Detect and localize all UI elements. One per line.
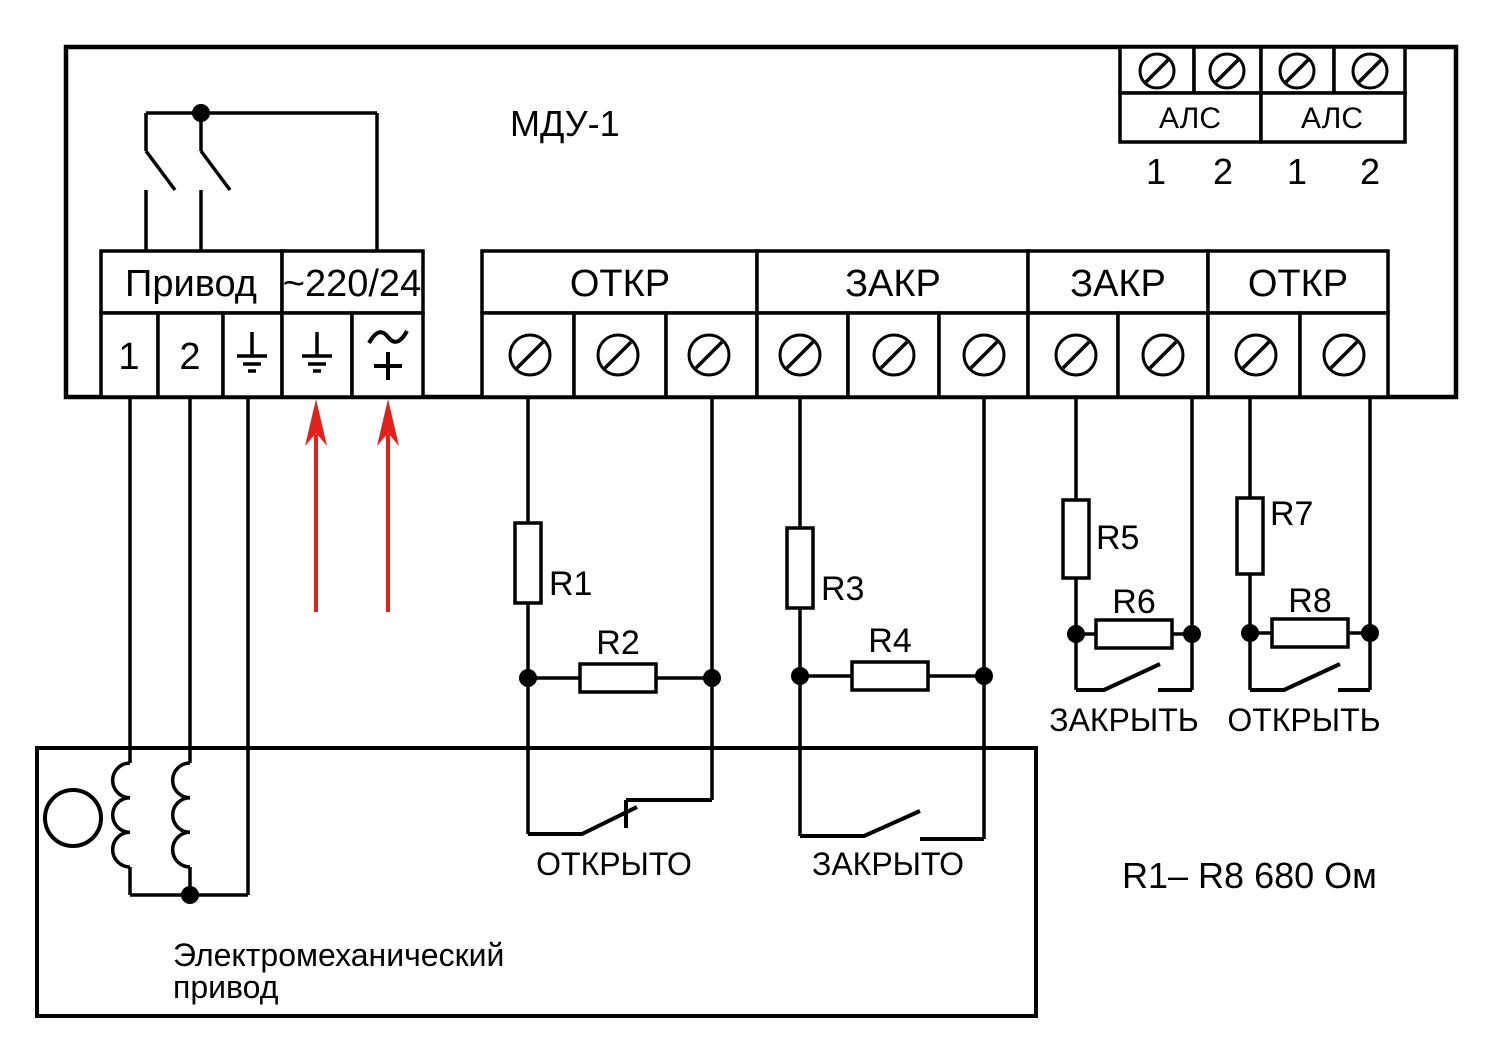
actuator-label-line2: привод (173, 969, 279, 1005)
screw-terminal-icon (1054, 333, 1185, 377)
close2-label: ЗАКР (1070, 263, 1166, 305)
actuator-label-line1: Электромеханический (173, 937, 504, 973)
close-command-switch-label: ЗАКРЫТЬ (1049, 702, 1199, 738)
resistor-r8 (1270, 617, 1350, 649)
resistor-r1-label: R1 (549, 565, 592, 603)
als-label-cell-right (1259, 91, 1407, 144)
als-label-cell-left (1118, 91, 1263, 144)
als-label-left: АЛС (1159, 102, 1221, 135)
open1-label: ОТКР (570, 263, 670, 305)
power-arrows (305, 399, 399, 612)
resistor-r2 (578, 662, 658, 694)
power-feed-wire (146, 111, 379, 251)
wire (798, 397, 986, 839)
terminal-block-close1: ЗАКР (755, 249, 1030, 399)
resistor-r1 (513, 521, 543, 605)
circuit-open-command: R7 R8 ОТКРЫТЬ (1227, 397, 1381, 738)
resistor-r7-label: R7 (1270, 495, 1313, 533)
junction-dot (181, 886, 199, 904)
ac-dc-icon (367, 329, 409, 380)
winding-icon (170, 761, 191, 869)
power-label: ~220/24 (283, 263, 421, 305)
junction-dot (791, 667, 809, 685)
circuit-opened: R1 R2 ОТКРЫТО (513, 397, 721, 882)
junction-dot (1241, 624, 1259, 642)
terminal-block-close2: ЗАКР (1026, 249, 1210, 399)
resistor-r5 (1061, 498, 1091, 580)
power-header (280, 249, 425, 315)
resistor-r4-label: R4 (868, 622, 911, 660)
als-pin-4: 2 (1360, 151, 1380, 192)
red-arrowhead-icon (377, 399, 399, 446)
terminal-block-open2: ОТКР (1206, 249, 1390, 399)
open2-label: ОТКР (1248, 263, 1348, 305)
als-pin-2: 2 (1213, 151, 1233, 192)
privod-pin-2: 2 (179, 336, 200, 378)
motor-wiring (110, 397, 250, 904)
circuit-closed: R3 R4 ЗАКРЫТО (785, 397, 993, 882)
wire (526, 397, 714, 834)
actuator-outline (35, 746, 1038, 1018)
terminal-block-open1: ОТКР (480, 249, 759, 399)
limit-switch-opened-label: ОТКРЫТО (536, 846, 692, 882)
winding-icon (110, 761, 131, 869)
open2-header (1206, 249, 1390, 315)
als-pin-3: 1 (1287, 151, 1307, 192)
close1-label: ЗАКР (845, 263, 941, 305)
earth-icon (237, 332, 267, 373)
open1-header (480, 249, 759, 315)
als-pin-1: 1 (1146, 151, 1166, 192)
resistor-r3-label: R3 (821, 570, 864, 608)
terminal-block-power: ~220/24 (280, 249, 425, 399)
resistor-r7 (1235, 496, 1265, 576)
close1-header (755, 249, 1030, 315)
circuit-close-command: R5 R6 ЗАКРЫТЬ (1049, 397, 1201, 738)
motor-icon (43, 788, 103, 848)
limit-switch-opened-icon (528, 798, 712, 836)
resistor-note: R1– R8 680 Ом (1122, 855, 1377, 896)
junction-dot (703, 669, 721, 687)
screw-terminal-icon (1234, 333, 1366, 377)
screw-terminal-icon (778, 333, 1006, 377)
privod-label: Привод (125, 263, 257, 305)
junction-dot (519, 669, 537, 687)
resistor-r5-label: R5 (1096, 519, 1139, 557)
earth-icon (302, 332, 332, 373)
terminal-block-als: АЛС АЛС 1 2 1 2 (1118, 45, 1407, 192)
resistor-r4 (850, 660, 930, 692)
limit-switch-closed-icon (800, 809, 984, 841)
open-command-switch-label: ОТКРЫТЬ (1227, 702, 1380, 738)
privod-pin-1: 1 (118, 336, 139, 378)
resistor-r8-label: R8 (1288, 582, 1331, 620)
limit-switch-closed-label: ЗАКРЫТО (812, 846, 964, 882)
actuator-box: Электромеханический привод (35, 746, 1038, 1018)
resistor-r2-label: R2 (596, 624, 639, 662)
junction-dot (1183, 625, 1201, 643)
junction-dot (975, 667, 993, 685)
als-label-right: АЛС (1301, 102, 1363, 135)
junction-dot (1361, 624, 1379, 642)
switch-contact-2-icon (199, 113, 232, 251)
screw-terminal-icon (508, 333, 731, 377)
close-command-switch-icon (1076, 662, 1192, 692)
power-switch-circuit (144, 104, 379, 251)
resistor-r6-label: R6 (1112, 583, 1155, 621)
open-command-switch-icon (1250, 662, 1370, 692)
resistor-r3 (785, 526, 815, 610)
red-arrowhead-icon (305, 399, 327, 446)
switch-contact-1-icon (144, 113, 177, 251)
screw-terminal-icon (1138, 52, 1389, 90)
terminal-block-privod: Привод 1 2 (99, 249, 284, 399)
junction-dot (1067, 625, 1085, 643)
device-title: МДУ-1 (510, 103, 620, 144)
resistor-r6 (1094, 618, 1174, 650)
